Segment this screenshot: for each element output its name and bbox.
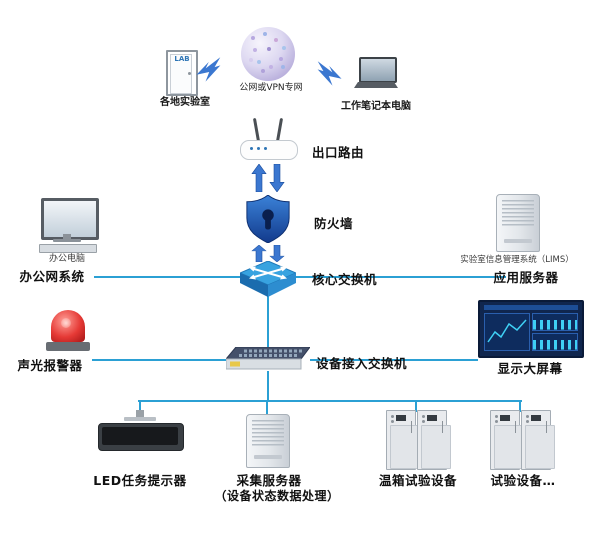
core-switch-icon <box>240 261 296 297</box>
lightning-icon-right <box>317 61 342 86</box>
router-icon <box>240 117 298 160</box>
connector-core-left <box>94 276 240 278</box>
door-lab-sign: LAB <box>174 55 190 63</box>
server-vents <box>502 200 534 226</box>
router-antenna <box>252 117 261 143</box>
alarm-beacon-icon <box>44 308 92 354</box>
server-vents <box>252 420 284 446</box>
collect-server-label: 采集服务器 <box>236 473 302 488</box>
access-switch-icon <box>226 347 310 370</box>
firewall-shield-icon <box>246 195 290 243</box>
connector-core-right <box>296 276 506 278</box>
connector-drop-equip <box>519 400 521 412</box>
desktop-pc-icon <box>34 198 100 253</box>
connector-drop-chamber <box>415 400 417 412</box>
led-display-icon <box>98 410 184 452</box>
cabinet-icon <box>521 410 555 470</box>
server-slot <box>254 455 282 459</box>
cabinet-door <box>390 425 420 469</box>
office-network-label: 办公网系统 <box>19 269 85 284</box>
router-body <box>240 140 298 160</box>
lims-caption: 实验室信息管理系统（LIMS） <box>460 255 574 265</box>
cabinet-display <box>396 415 406 421</box>
big-screen-icon <box>478 300 584 358</box>
lightning-icon-left <box>196 57 221 82</box>
cabinet-dial <box>391 415 394 418</box>
connector-core-down <box>267 296 269 347</box>
office-pc-caption: 办公电脑 <box>48 254 85 264</box>
server-slot <box>504 239 532 243</box>
screen-panel <box>484 313 530 351</box>
screen-panel <box>532 333 578 351</box>
collect-server-icon <box>246 414 290 468</box>
cabinet-icon <box>490 410 524 470</box>
big-screen-label: 显示大屏幕 <box>497 361 563 376</box>
door-icon: LAB <box>166 50 198 96</box>
alarm-base <box>46 342 90 351</box>
monitor-stand <box>63 234 71 239</box>
app-server-label: 应用服务器 <box>493 270 559 285</box>
cabinet-display <box>500 415 510 421</box>
connector-drop-collect <box>266 400 268 416</box>
cabinet-door <box>525 425 555 469</box>
alarm-label: 声光报警器 <box>17 358 83 373</box>
connector-distribution <box>138 400 522 402</box>
router-led <box>264 147 267 150</box>
cabinet-display <box>531 415 541 421</box>
router-label: 出口路由 <box>312 145 365 160</box>
laptop-label: 工作笔记本电脑 <box>341 101 411 112</box>
chamber-label: 温箱试验设备 <box>378 473 457 488</box>
door-knob <box>188 72 191 75</box>
screen-panel <box>532 313 578 331</box>
cabinet-handle <box>441 421 443 433</box>
laptop-base <box>354 82 398 88</box>
led-mount-plate <box>124 417 156 421</box>
alarm-highlight <box>61 318 71 328</box>
door-leaf <box>170 54 192 94</box>
led-mount-pole <box>136 410 144 418</box>
access-switch-label: 设备接入交换机 <box>316 356 408 371</box>
monitor-base <box>53 239 81 242</box>
cabinet-door <box>421 425 451 469</box>
router-antenna <box>275 117 284 143</box>
cabinet-dial <box>422 415 425 418</box>
laptop-screen <box>359 57 397 83</box>
cabinet-dial <box>526 415 529 418</box>
up-down-arrows-icon <box>251 164 285 192</box>
monitor <box>41 198 99 240</box>
cabinet-icon <box>386 410 420 470</box>
collect-server-sublabel: （设备状态数据处理） <box>214 489 340 503</box>
cabinet-icon <box>417 410 451 470</box>
router-led <box>250 147 253 150</box>
up-down-arrows-icon <box>251 245 285 262</box>
core-switch-label: 核心交换机 <box>312 272 378 287</box>
cabinet-door <box>494 425 524 469</box>
cabinet-display <box>427 415 437 421</box>
keyboard <box>39 244 97 253</box>
cloud-label: 公网或VPN专网 <box>239 83 303 93</box>
connector-access-left <box>92 359 226 361</box>
globe-texture <box>241 27 245 31</box>
equipment-label: 试验设备… <box>490 473 556 488</box>
firewall-label: 防火墙 <box>314 216 354 231</box>
led-display-label: LED任务提示器 <box>93 473 187 488</box>
internet-cloud-icon <box>241 27 295 81</box>
equipment-cabinets-icon <box>490 410 555 470</box>
connector-drop-led <box>139 400 141 412</box>
screen-header <box>484 305 578 310</box>
cabinet-dial <box>495 415 498 418</box>
laptop-icon <box>354 57 398 89</box>
router-led <box>257 147 260 150</box>
cabinet-handle <box>545 421 547 433</box>
remote-lab-label: 各地实验室 <box>160 97 210 108</box>
connector-access-right <box>310 359 478 361</box>
connector-access-down <box>267 371 269 402</box>
led-screen <box>102 427 178 445</box>
cabinet-handle <box>410 421 412 433</box>
app-server-icon <box>496 194 540 252</box>
chamber-cabinets-icon <box>386 410 451 470</box>
cabinet-handle <box>514 421 516 433</box>
